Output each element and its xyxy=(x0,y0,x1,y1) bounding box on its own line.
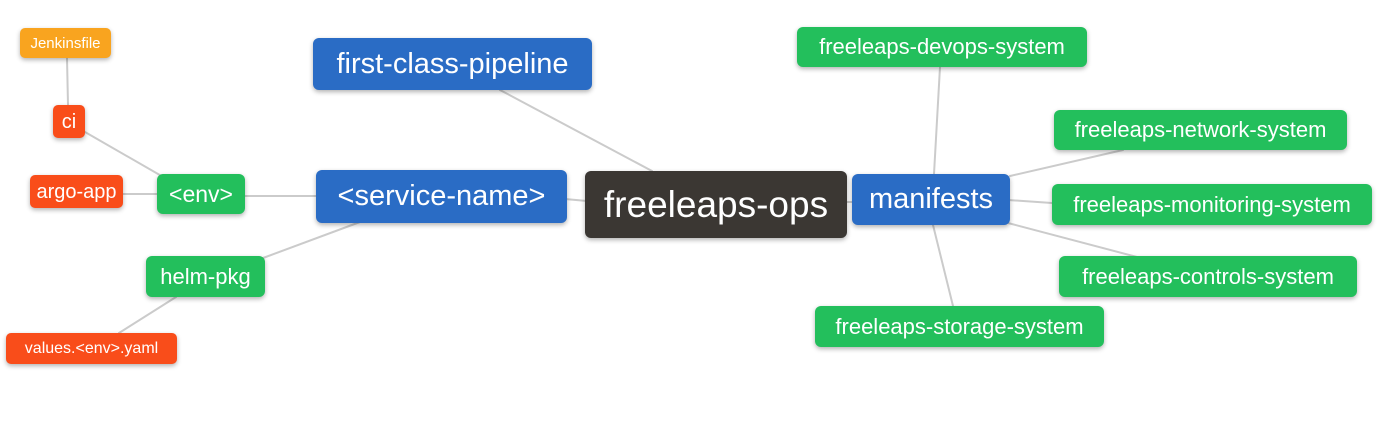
node-values-env-yaml[interactable]: values.<env>.yaml xyxy=(6,333,177,364)
node-argo-app[interactable]: argo-app xyxy=(30,175,123,208)
edge-pipeline-freeleaps-ops xyxy=(499,89,653,172)
edge-helm-pkg-service-name xyxy=(262,221,361,259)
node-service-name[interactable]: <service-name> xyxy=(316,170,567,223)
node-first-class-pipeline[interactable]: first-class-pipeline xyxy=(313,38,592,90)
node-env[interactable]: <env> xyxy=(157,174,245,214)
edge-ci-env xyxy=(84,131,166,179)
node-freeleaps-ops[interactable]: freeleaps-ops xyxy=(585,171,847,238)
edge-jenkinsfile-ci xyxy=(66,57,69,106)
edge-values-helm-pkg xyxy=(118,296,177,334)
node-ci[interactable]: ci xyxy=(53,105,85,138)
node-freeleaps-controls-system[interactable]: freeleaps-controls-system xyxy=(1059,256,1357,297)
node-freeleaps-monitoring-system[interactable]: freeleaps-monitoring-system xyxy=(1052,184,1372,225)
edge-manifests-network xyxy=(1009,149,1124,177)
node-freeleaps-network-system[interactable]: freeleaps-network-system xyxy=(1054,110,1347,150)
edge-manifests-storage xyxy=(932,224,954,307)
node-jenkinsfile[interactable]: Jenkinsfile xyxy=(20,28,111,58)
edge-manifests-devops xyxy=(933,66,941,175)
node-helm-pkg[interactable]: helm-pkg xyxy=(146,256,265,297)
node-freeleaps-storage-system[interactable]: freeleaps-storage-system xyxy=(815,306,1104,347)
edge-manifests-controls xyxy=(1007,222,1138,258)
node-manifests[interactable]: manifests xyxy=(852,174,1010,225)
node-freeleaps-devops-system[interactable]: freeleaps-devops-system xyxy=(797,27,1087,67)
edge-service-name-freeleaps-ops xyxy=(564,198,588,202)
edge-manifests-monitoring xyxy=(1007,199,1053,204)
